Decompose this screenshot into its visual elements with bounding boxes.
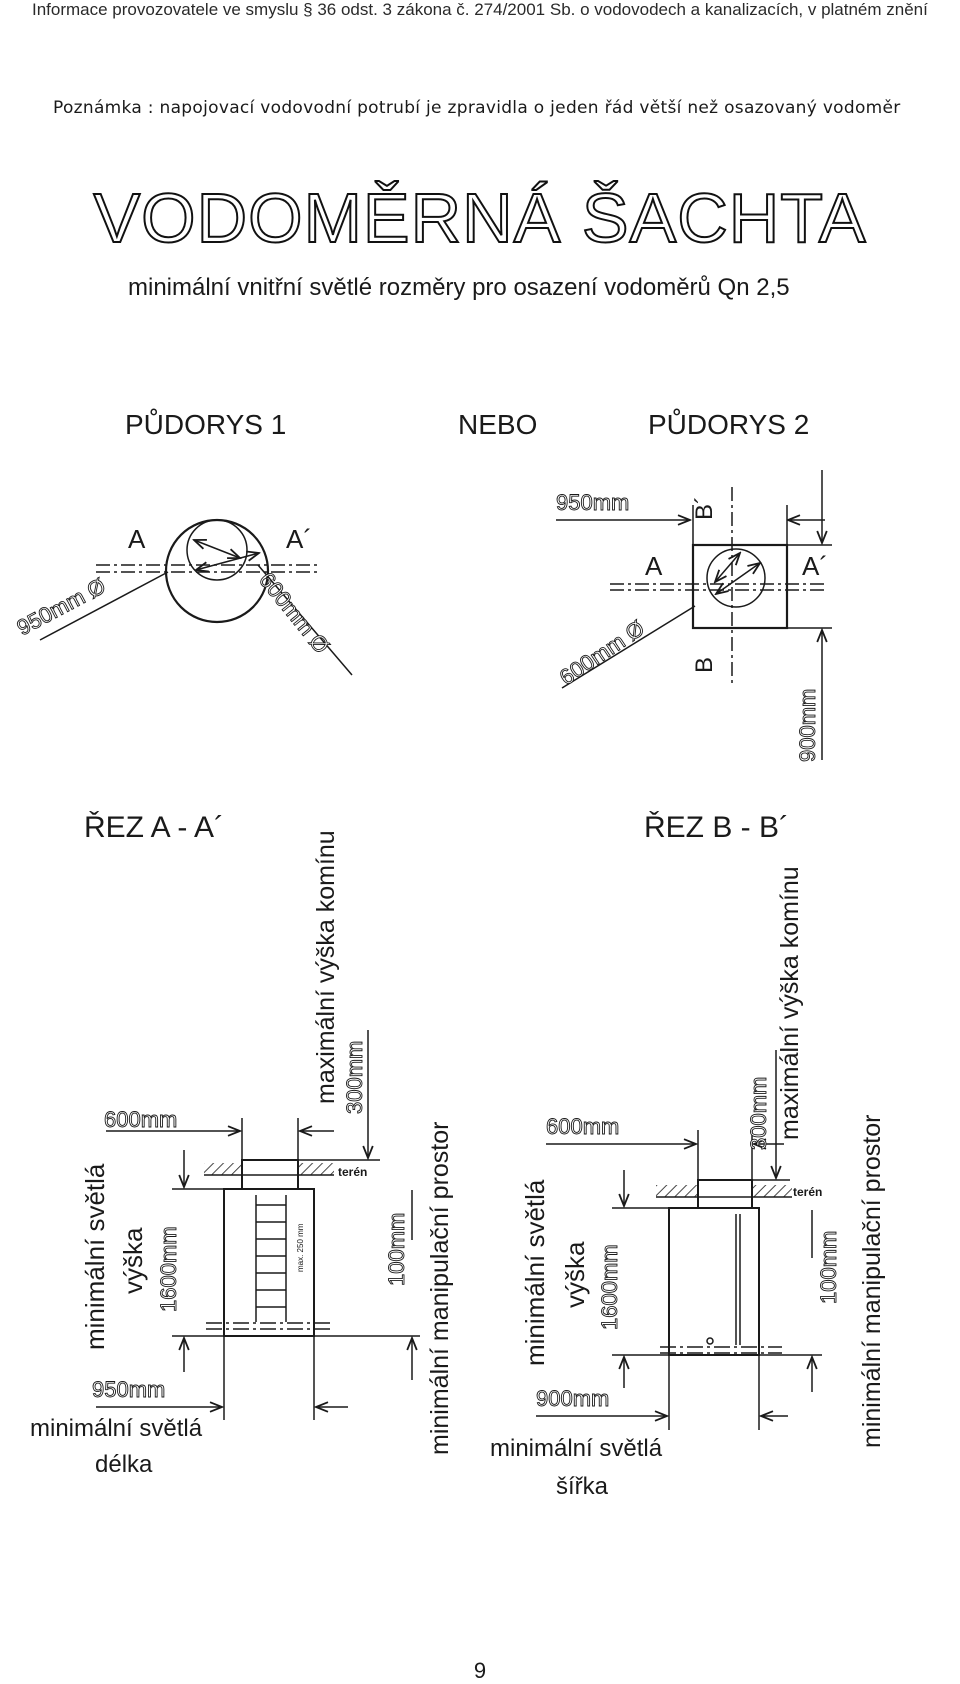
section-aa-dim-1600: 1600mm	[156, 1226, 181, 1312]
section-bb-ground: terén	[793, 1185, 822, 1199]
plan2-dim-right: 900mm	[795, 689, 820, 762]
or-heading: NEBO	[458, 409, 537, 440]
plan1-dim-outer: 950mm Ø	[13, 573, 110, 640]
section-bb-height-label-2: výška	[560, 1241, 590, 1308]
section-bb-chimney-label: maximální výška komínu	[776, 866, 804, 1140]
plan1-heading: PŮDORYS 1	[125, 408, 286, 440]
section-bb-manip-label: minimální manipulační prostor	[858, 1115, 886, 1448]
section-aa-manip-label: minimální manipulační prostor	[426, 1122, 454, 1455]
plan2-dim-top: 950mm	[556, 490, 629, 515]
note-text: Poznámka : napojovací vodovodní potrubí …	[53, 98, 901, 118]
section-bb-dim-600: 600mm	[546, 1114, 619, 1139]
subtitle: minimální vnitřní světlé rozměry pro osa…	[128, 274, 790, 301]
plan2-label-a: A	[645, 551, 663, 581]
section-aa-ground: terén	[338, 1165, 367, 1179]
section-aa-ladder-note: max. 250 mm	[296, 1223, 305, 1272]
section-aa-drawing	[96, 1030, 420, 1420]
main-title: VODOMĚRNÁ ŠACHTA	[92, 178, 867, 258]
page-header: Informace provozovatele ve smyslu § 36 o…	[32, 0, 928, 19]
section-bb-title: ŘEZ B - B´	[644, 811, 789, 844]
section-bb-dim-1600: 1600mm	[597, 1244, 622, 1330]
plan1-drawing	[39, 518, 353, 676]
plan2-label-a2: A´	[802, 551, 828, 581]
section-aa-length-label-2: délka	[95, 1451, 153, 1478]
section-bb-drawing	[536, 1050, 822, 1430]
section-aa-dim-100: 100mm	[384, 1213, 409, 1286]
plan2-drawing	[556, 470, 832, 760]
section-aa-length-label-1: minimální světlá	[30, 1415, 203, 1442]
section-bb-height-label-1: minimální světlá	[520, 1179, 550, 1366]
section-aa-chimney-label: maximální výška komínu	[312, 830, 340, 1104]
section-aa-title: ŘEZ A - A´	[84, 811, 224, 844]
plan2-label-b2: B´	[691, 496, 718, 520]
section-aa-dim-950: 950mm	[92, 1377, 165, 1402]
section-aa-dim-600: 600mm	[104, 1107, 177, 1132]
section-aa-height-label-1: minimální světlá	[80, 1163, 110, 1350]
section-bb-dim-100: 100mm	[816, 1231, 841, 1304]
plan1-dim-inner: 600mm Ø	[254, 567, 334, 658]
page-number: 9	[473, 1658, 487, 1683]
plan2-dim-inner: 600mm Ø	[555, 615, 649, 690]
plan1-label-a: A	[128, 524, 146, 554]
section-bb-dim-300: 300mm	[746, 1077, 771, 1150]
section-bb-dim-900: 900mm	[536, 1386, 609, 1411]
section-bb-width-label-2: šířka	[556, 1473, 609, 1500]
plan2-heading: PŮDORYS 2	[648, 408, 809, 440]
section-aa-dim-300: 300mm	[342, 1041, 367, 1114]
plan1-label-a2: A´	[286, 524, 312, 554]
section-bb-width-label-1: minimální světlá	[490, 1435, 663, 1462]
plan2-label-b: B	[691, 657, 718, 673]
section-aa-height-label-2: výška	[118, 1227, 148, 1294]
